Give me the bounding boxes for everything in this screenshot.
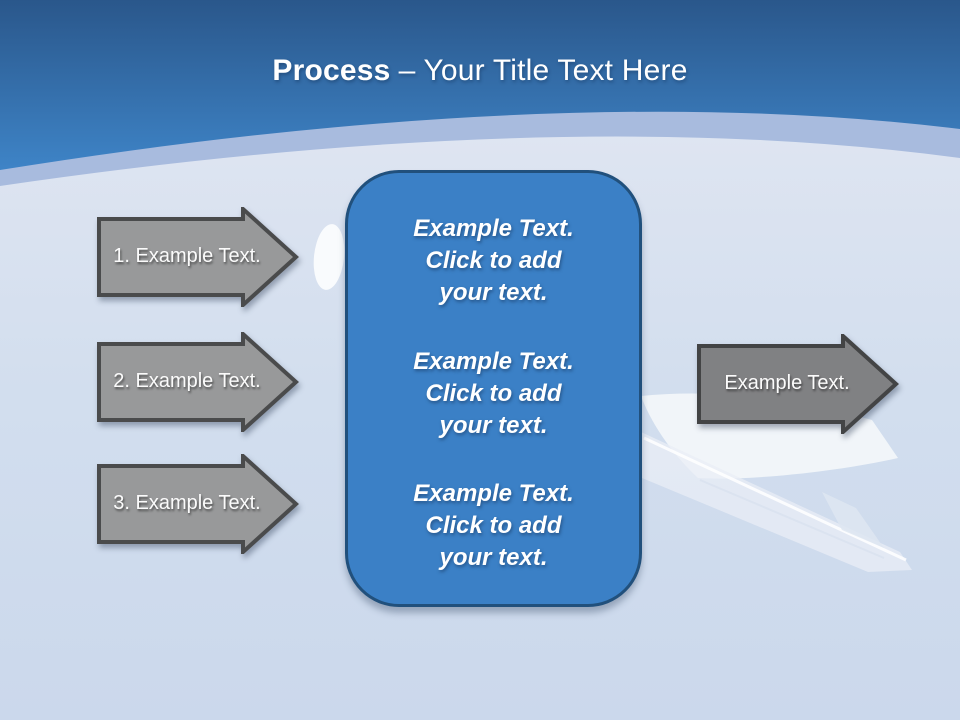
panel-paragraph-2[interactable]: Example Text. Click to add your text. (413, 347, 574, 439)
header-curve-blue (0, 0, 960, 170)
right-arrow-shape-icon (697, 334, 899, 434)
panel-paragraph-1[interactable]: Example Text. Click to add your text. (413, 215, 574, 306)
right-arrow-shape-icon (97, 207, 299, 307)
output-arrow-label: Example Text. (724, 372, 850, 395)
process-arrow-2[interactable]: 2. Example Text. (97, 332, 299, 432)
arrow-2-label: 2. Example Text. (113, 370, 261, 393)
output-arrow[interactable]: Example Text. (697, 334, 899, 434)
center-text-panel[interactable]: Example Text. Click to add your text. Ex… (345, 170, 642, 607)
panel-paragraph-3[interactable]: Example Text. Click to add your text. (413, 480, 574, 571)
right-arrow-shape-icon (97, 332, 299, 432)
slide-title[interactable]: Process– Your Title Text Here (0, 54, 960, 88)
arrow-1-label: 1. Example Text. (113, 245, 261, 268)
slide-title-emphasis: Process (272, 54, 391, 87)
process-arrow-1[interactable]: 1. Example Text. (97, 207, 299, 307)
right-arrow-shape-icon (97, 454, 299, 554)
process-arrow-3[interactable]: 3. Example Text. (97, 454, 299, 554)
arrow-3-label: 3. Example Text. (113, 492, 261, 515)
slide-title-rest: – Your Title Text Here (398, 54, 688, 87)
header-band (0, 0, 960, 186)
